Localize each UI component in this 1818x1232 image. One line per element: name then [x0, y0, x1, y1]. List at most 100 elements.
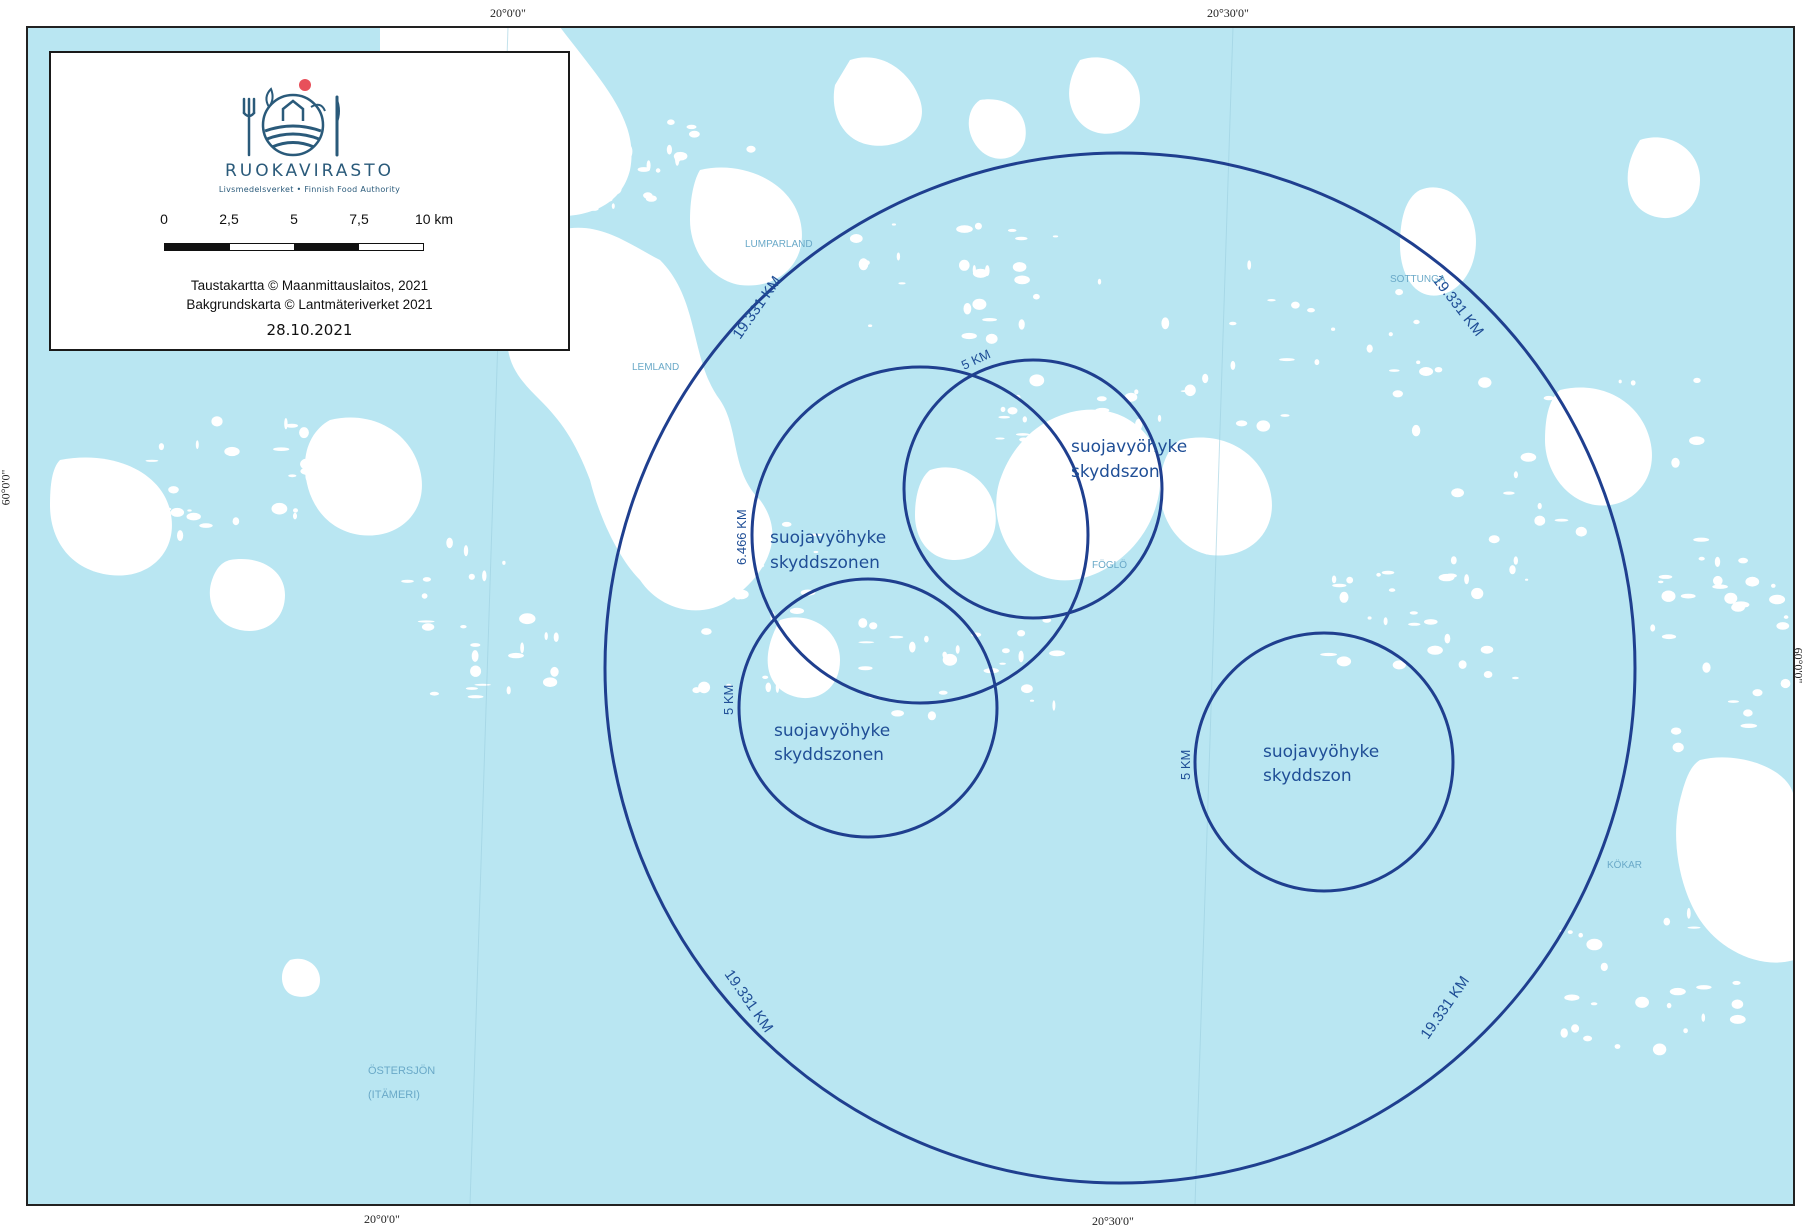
- zone-label-north-sv: skyddszon: [1071, 462, 1160, 482]
- map-frame: [26, 26, 1795, 1206]
- land-southwest-3: [209, 559, 285, 631]
- zone-label-southwest-fi: suojavyöhyke: [774, 721, 890, 741]
- islet: [1389, 369, 1400, 372]
- islet: [470, 643, 481, 647]
- islet: [1714, 556, 1721, 568]
- islet: [1588, 434, 1604, 444]
- islet: [508, 652, 524, 659]
- islet: [577, 189, 593, 194]
- coord-bottom-right: 20°30'0": [1092, 1214, 1134, 1228]
- islet: [429, 691, 439, 696]
- islet: [1235, 420, 1248, 427]
- islet: [1661, 590, 1676, 602]
- islet: [1483, 671, 1493, 678]
- place-ostersjon: ÖSTERSJÖN: [368, 1065, 435, 1077]
- islet: [924, 635, 929, 643]
- land-southwest: [50, 457, 172, 576]
- islet: [1097, 278, 1102, 285]
- zone-protection-east-circle[interactable]: [1193, 631, 1455, 893]
- islet: [858, 641, 875, 644]
- islet: [224, 446, 240, 457]
- islet: [891, 710, 904, 717]
- islet: [972, 268, 989, 278]
- islet: [961, 332, 977, 340]
- scale-bar: [164, 243, 424, 251]
- islet: [655, 168, 661, 173]
- radius-label-protection-west: 6.466 KM: [734, 509, 749, 565]
- islet: [199, 523, 213, 528]
- place-lemland: LEMLAND: [632, 362, 679, 373]
- islet: [1408, 622, 1421, 626]
- islet: [645, 195, 657, 202]
- islet: [1007, 407, 1018, 415]
- islet: [1007, 228, 1017, 232]
- islet: [1663, 917, 1671, 926]
- islet: [1095, 407, 1110, 413]
- islet: [1000, 406, 1006, 412]
- islet: [858, 618, 868, 628]
- islet: [1181, 464, 1193, 476]
- islet: [1247, 260, 1252, 270]
- islet: [460, 625, 467, 629]
- islet: [1021, 684, 1033, 694]
- islet: [170, 507, 185, 517]
- islet: [1635, 996, 1649, 1008]
- islet: [1256, 420, 1271, 432]
- islet: [520, 642, 524, 654]
- islet: [1015, 433, 1030, 436]
- islet: [985, 333, 998, 344]
- land-foglo: [996, 409, 1161, 581]
- islet: [1383, 617, 1388, 626]
- islet: [1683, 1028, 1688, 1034]
- zone-surveillance-circle[interactable]: [603, 151, 1637, 1185]
- zone-protection-west-circle[interactable]: [750, 365, 1090, 705]
- islet: [300, 458, 314, 470]
- islet: [666, 144, 673, 155]
- islet: [1029, 374, 1045, 387]
- islet: [446, 537, 453, 549]
- islet: [775, 682, 780, 693]
- islet: [1701, 1013, 1706, 1022]
- islet: [1752, 689, 1763, 697]
- islet: [1339, 591, 1349, 603]
- islet: [1267, 299, 1276, 302]
- islet: [1567, 930, 1573, 934]
- islet: [293, 508, 298, 513]
- islet: [1086, 455, 1104, 466]
- islet: [1409, 611, 1418, 615]
- islet: [868, 324, 873, 328]
- islet: [422, 577, 431, 582]
- islet: [1698, 556, 1705, 561]
- islet: [1693, 537, 1710, 542]
- islet: [675, 153, 680, 166]
- islet: [869, 622, 878, 630]
- islet: [1571, 1024, 1580, 1033]
- islet: [658, 579, 670, 585]
- land-central: [915, 467, 996, 560]
- land-east: [1545, 387, 1652, 506]
- islet: [1520, 452, 1537, 462]
- brand-subtitle: Livsmedelsverket • Finnish Food Authorit…: [218, 185, 401, 194]
- islet: [1745, 576, 1760, 587]
- coord-top-right: 20°30'0": [1207, 6, 1249, 20]
- islet: [637, 167, 650, 172]
- islet: [955, 645, 960, 654]
- islet: [1689, 436, 1705, 446]
- islet: [942, 653, 958, 666]
- zone-protection-southwest-circle[interactable]: [737, 577, 999, 839]
- islet: [1724, 592, 1738, 604]
- islet: [1229, 321, 1237, 326]
- islet: [589, 206, 599, 211]
- islet: [1671, 457, 1680, 468]
- islet: [284, 418, 288, 430]
- islet: [543, 677, 558, 687]
- zone-protection-north-circle[interactable]: [902, 358, 1164, 620]
- islet: [898, 282, 906, 285]
- islet: [300, 467, 317, 476]
- islet: [1564, 994, 1580, 1001]
- islet: [177, 530, 184, 542]
- islet: [1366, 344, 1373, 353]
- islet: [777, 650, 790, 655]
- islet: [1666, 1002, 1672, 1009]
- land-lemland: [507, 227, 773, 611]
